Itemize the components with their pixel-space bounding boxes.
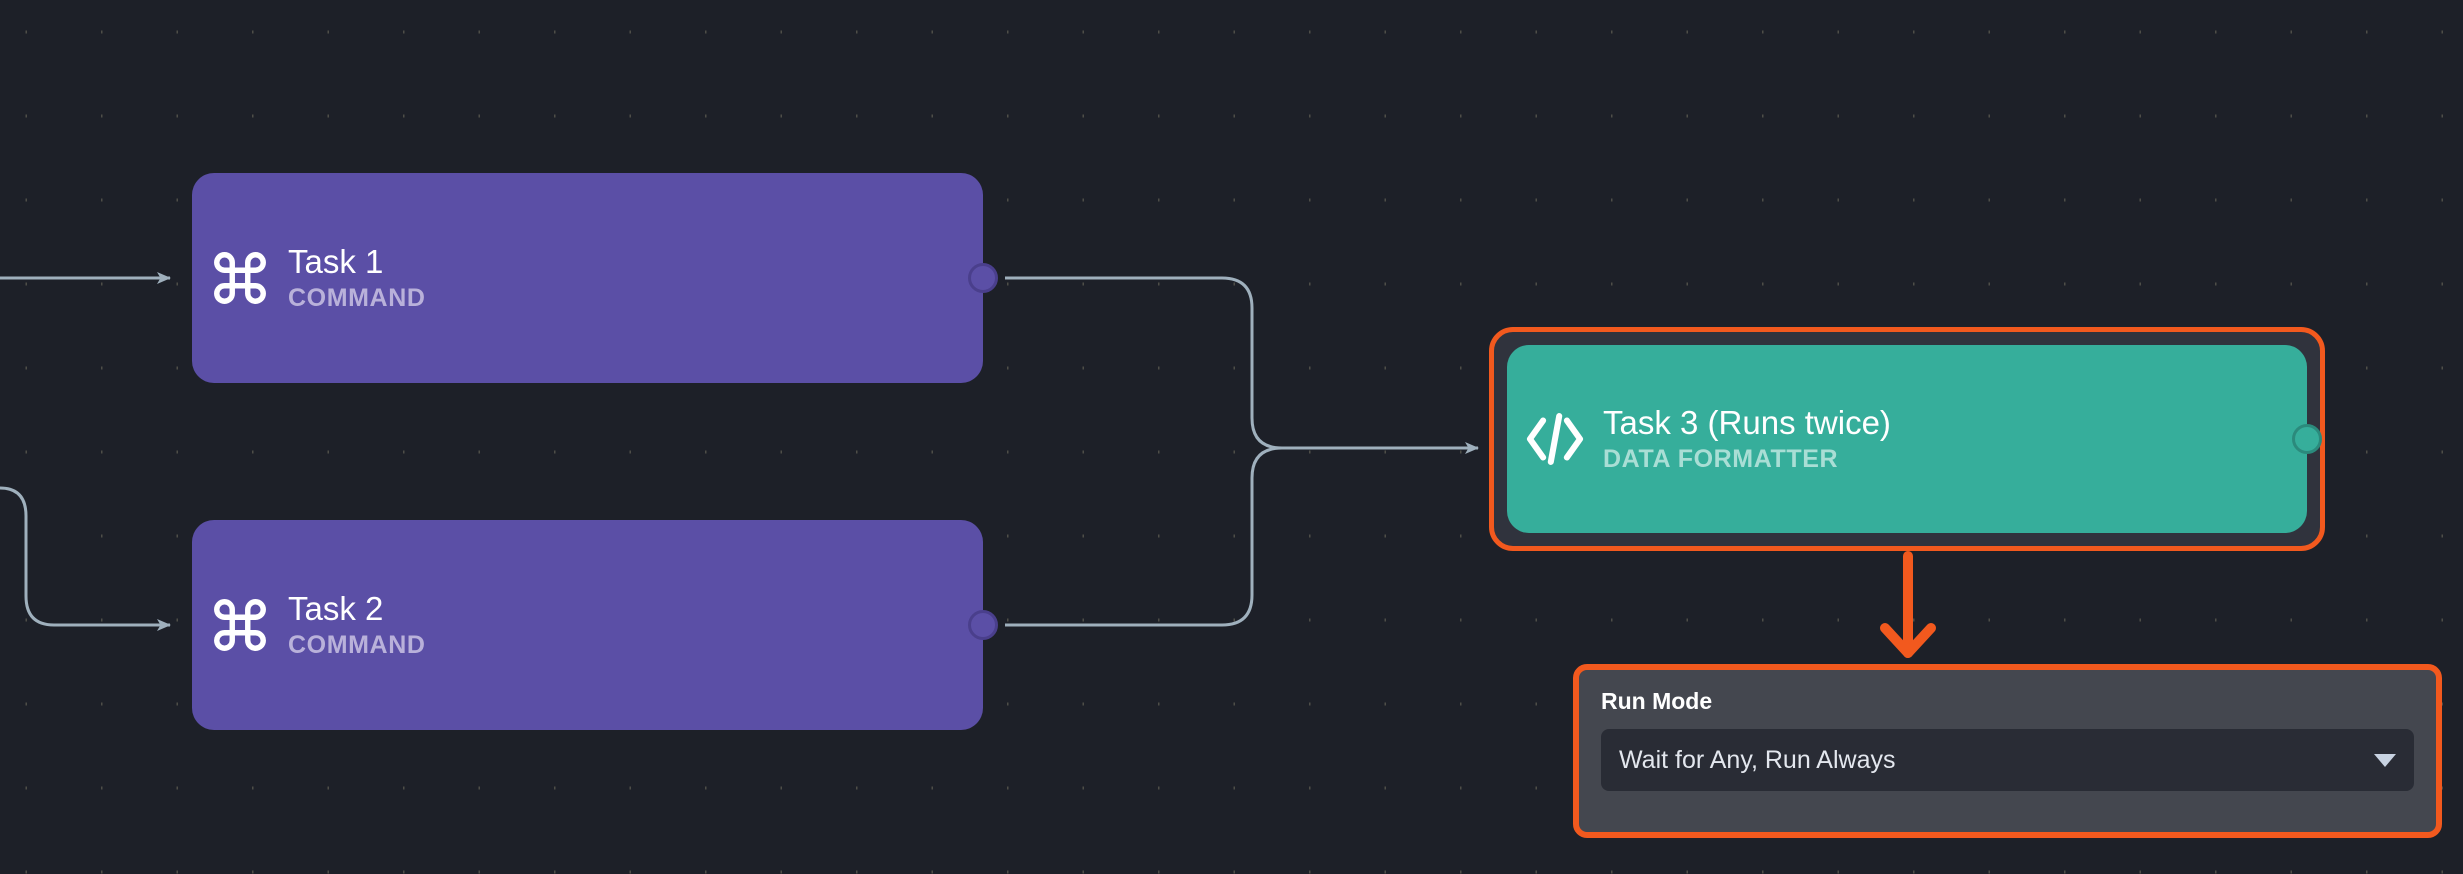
node-subtitle: DATA FORMATTER: [1603, 445, 1839, 474]
output-port[interactable]: [2292, 424, 2322, 454]
chevron-down-icon[interactable]: [2374, 753, 2396, 767]
run-mode-select[interactable]: Wait for Any, Run Always: [1601, 729, 2414, 791]
node-title: Task 3 (Runs twice): [1603, 403, 1891, 441]
node-task2[interactable]: Task 2 COMMAND: [192, 520, 998, 730]
node-title: Task 2: [288, 589, 384, 627]
code-brackets-icon: [1507, 410, 1603, 468]
run-mode-selected-value: Wait for Any, Run Always: [1619, 745, 1896, 774]
output-port[interactable]: [968, 263, 998, 293]
node-title: Task 1: [288, 242, 384, 280]
node-subtitle: COMMAND: [288, 631, 426, 660]
output-port[interactable]: [968, 610, 998, 640]
node-task3[interactable]: Task 3 (Runs twice) DATA FORMATTER: [1507, 345, 2322, 533]
command-icon: [192, 594, 288, 656]
run-mode-panel[interactable]: Run Mode Wait for Any, Run Always: [1573, 664, 2442, 838]
command-icon: [192, 247, 288, 309]
node-subtitle: COMMAND: [288, 284, 426, 313]
run-mode-label: Run Mode: [1601, 688, 1713, 714]
node-task1[interactable]: Task 1 COMMAND: [192, 173, 998, 383]
